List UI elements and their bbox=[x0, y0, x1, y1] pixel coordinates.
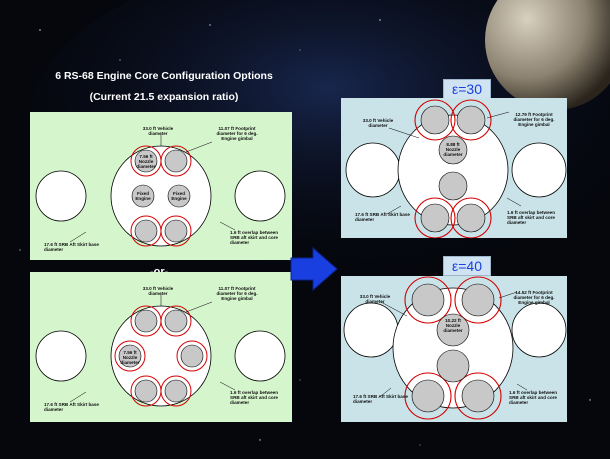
srb-skirt-label: 17.6 ft SRB Aft Skirt base diameter bbox=[44, 242, 99, 253]
config-diagram-epsilon-40 bbox=[343, 276, 567, 420]
config-diagram-6-engine-ring bbox=[35, 294, 286, 407]
footprint-label: 12.79 ft Footprint diameter for 6 deg. E… bbox=[513, 112, 555, 128]
fixed-engine-label-2: Fixed Engine bbox=[171, 191, 187, 202]
moon bbox=[485, 0, 610, 110]
fixed-engine-label-1: Fixed Engine bbox=[135, 191, 151, 202]
nozzle-label: 8.88 ft Nozzle diameter bbox=[443, 142, 463, 158]
footprint-label: 11.07 ft Footprint diameter for 6 deg. E… bbox=[216, 126, 258, 142]
overlap-label: 1.6 ft overlap between SRB aft skirt and… bbox=[230, 390, 278, 406]
vehicle-diameter-label: 33.0 ft Vehicle diameter bbox=[142, 286, 174, 297]
epsilon-40-label: ε=40 bbox=[443, 256, 491, 276]
left-bottom-panel: 33.0 ft Vehicle diameter 11.07 ft Footpr… bbox=[30, 272, 292, 422]
overlap-label: 1.6 ft overlap between SRB aft skirt and… bbox=[509, 390, 557, 406]
footprint-label: 14.52 ft Footprint diameter for 6 deg. E… bbox=[513, 290, 555, 306]
srb-skirt-label: 17.6 ft SRB Aft Skirt base diameter bbox=[44, 402, 99, 413]
nozzle-label: 7.56 ft Nozzle diameter bbox=[120, 350, 140, 366]
left-top-panel: 33.0 ft Vehicle diameter 11.07 ft Footpr… bbox=[30, 112, 292, 260]
vehicle-diameter-label: 33.0 ft Vehicle diameter bbox=[362, 118, 394, 129]
nozzle-label: 7.56 ft Nozzle diameter bbox=[136, 154, 156, 170]
right-arrow-icon bbox=[290, 246, 338, 292]
config-diagram-6-engine-2-fixed bbox=[35, 134, 286, 247]
vehicle-diameter-label: 33.0 ft Vehicle diameter bbox=[359, 294, 391, 305]
overlap-label: 1.6 ft overlap between SRB aft skirt and… bbox=[507, 210, 555, 226]
footprint-label: 11.07 ft Footprint diameter for 6 deg. E… bbox=[216, 286, 258, 302]
slide-title-line1: 6 RS-68 Engine Core Configuration Option… bbox=[55, 70, 273, 82]
nozzle-label: 10.22 ft Nozzle diameter bbox=[443, 318, 463, 334]
slide-title-line2: (Current 21.5 expansion ratio) bbox=[89, 91, 239, 103]
config-diagram-epsilon-30 bbox=[345, 99, 567, 238]
right-top-panel: 33.0 ft Vehicle diameter 12.79 ft Footpr… bbox=[341, 98, 567, 238]
vehicle-diameter-label: 33.0 ft Vehicle diameter bbox=[142, 126, 174, 137]
srb-skirt-label: 17.6 ft SRB Aft Skirt base diameter bbox=[355, 212, 410, 223]
right-bottom-panel: 33.0 ft Vehicle diameter 14.52 ft Footpr… bbox=[341, 276, 567, 422]
overlap-label: 1.6 ft overlap between SRB aft skirt and… bbox=[230, 230, 278, 246]
srb-skirt-label: 17.6 ft SRB Aft Skirt base diameter bbox=[353, 394, 408, 405]
epsilon-30-label: ε=30 bbox=[443, 79, 491, 99]
